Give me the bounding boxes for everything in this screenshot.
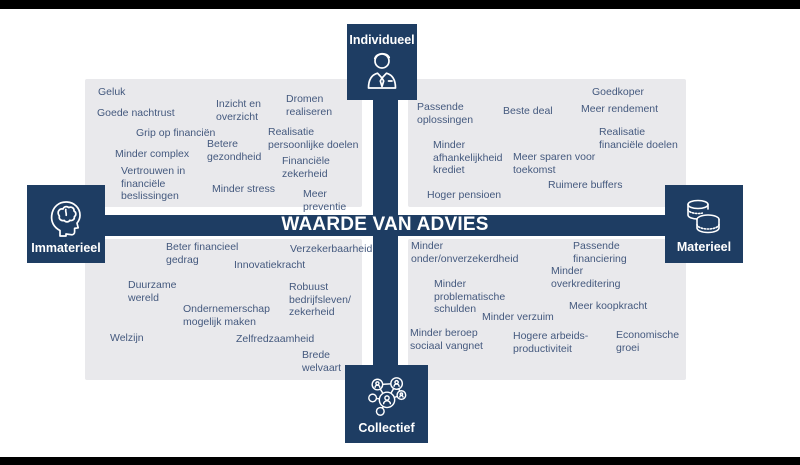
quadrant-top-right: Goedkoper Passende oplossingen Beste dea… (408, 79, 686, 207)
benefit-label: Hoger pensioen (427, 189, 502, 201)
benefit-label: Ondernemerschap mogelijk maken (183, 303, 270, 328)
horizontal-axis-bar (60, 215, 710, 236)
benefit-label: Vertrouwen in financiële beslissingen (121, 165, 186, 202)
axis-collectief: Collectief (345, 365, 428, 443)
person-icon (367, 52, 397, 89)
axis-immaterieel: Immaterieel (27, 185, 105, 263)
bottom-black-band (0, 457, 800, 465)
quadrant-top-left: Geluk Goede nachtrust Inzicht en overzic… (85, 79, 362, 213)
people-network-icon (367, 376, 406, 416)
benefit-label: Goede nachtrust (97, 107, 175, 119)
benefit-label: Meer koopkracht (569, 300, 648, 312)
benefit-label: Realisatie persoonlijke doelen (268, 126, 359, 151)
benefit-label: Minder stress (212, 183, 276, 195)
axis-materieel: Materieel (665, 185, 743, 263)
benefit-label: Minder beroep sociaal vangnet (410, 327, 483, 352)
brain-head-icon (50, 200, 81, 237)
quadrant-bottom-left: Beter financieel gedrag Verzekerbaarheid… (85, 239, 372, 380)
benefit-label: Geluk (98, 86, 126, 98)
benefit-label: Meer rendement (581, 103, 659, 115)
benefit-label: Minder overkreditering (551, 265, 621, 290)
benefit-label: Zelfredzaamheid (236, 333, 315, 345)
benefit-label: Innovatiekracht (234, 259, 306, 271)
benefit-label: Meer sparen voor toekomst (513, 151, 596, 176)
benefit-label: Robuust bedrijfsleven/ zekerheid (289, 281, 351, 318)
benefit-label: Dromen realiseren (286, 93, 333, 118)
top-black-band (0, 0, 800, 9)
benefit-label: Ruimere buffers (548, 179, 623, 191)
axis-label: Immaterieel (31, 240, 101, 255)
benefit-label: Beste deal (503, 105, 553, 117)
benefit-label: Meer preventie (303, 188, 347, 213)
benefit-label: Hogere arbeids- productiviteit (513, 330, 589, 355)
axis-label: Materieel (676, 239, 732, 254)
benefit-label: Passende financiering (573, 240, 627, 265)
benefit-label: Minder afhankelijkheid krediet (433, 139, 503, 176)
benefit-label: Passende oplossingen (417, 101, 474, 126)
benefit-label: Minder onder/onverzekerdheid (411, 240, 519, 265)
benefit-label: Goedkoper (592, 86, 644, 98)
benefit-label: Minder problematische schulden (434, 278, 506, 315)
axis-label: Individueel (349, 32, 415, 47)
benefit-label: Minder verzuim (482, 311, 554, 323)
coins-icon (687, 199, 720, 233)
benefit-label: Beter financieel gedrag (166, 241, 239, 266)
benefit-label: Duurzame wereld (128, 279, 177, 304)
benefit-label: Verzekerbaarheid (290, 243, 373, 255)
benefit-label: Welzijn (110, 332, 144, 344)
benefit-label: Grip op financiën (136, 127, 216, 139)
benefit-label: Minder complex (115, 148, 190, 160)
benefit-label: Economische groei (616, 329, 680, 354)
benefit-label: Inzicht en overzicht (216, 98, 261, 123)
benefit-label: Financiële zekerheid (282, 155, 330, 180)
benefit-label: Betere gezondheid (207, 138, 262, 163)
axis-individueel: Individueel (347, 24, 417, 100)
diagram-title: WAARDE VAN ADVIES (281, 214, 489, 235)
quadrant-bottom-right: Minder onder/onverzekerdheid Passende fi… (408, 239, 686, 380)
benefit-label: Brede welvaart (302, 349, 342, 374)
axis-label: Collectief (358, 420, 415, 435)
benefit-label: Realisatie financiële doelen (599, 126, 678, 151)
